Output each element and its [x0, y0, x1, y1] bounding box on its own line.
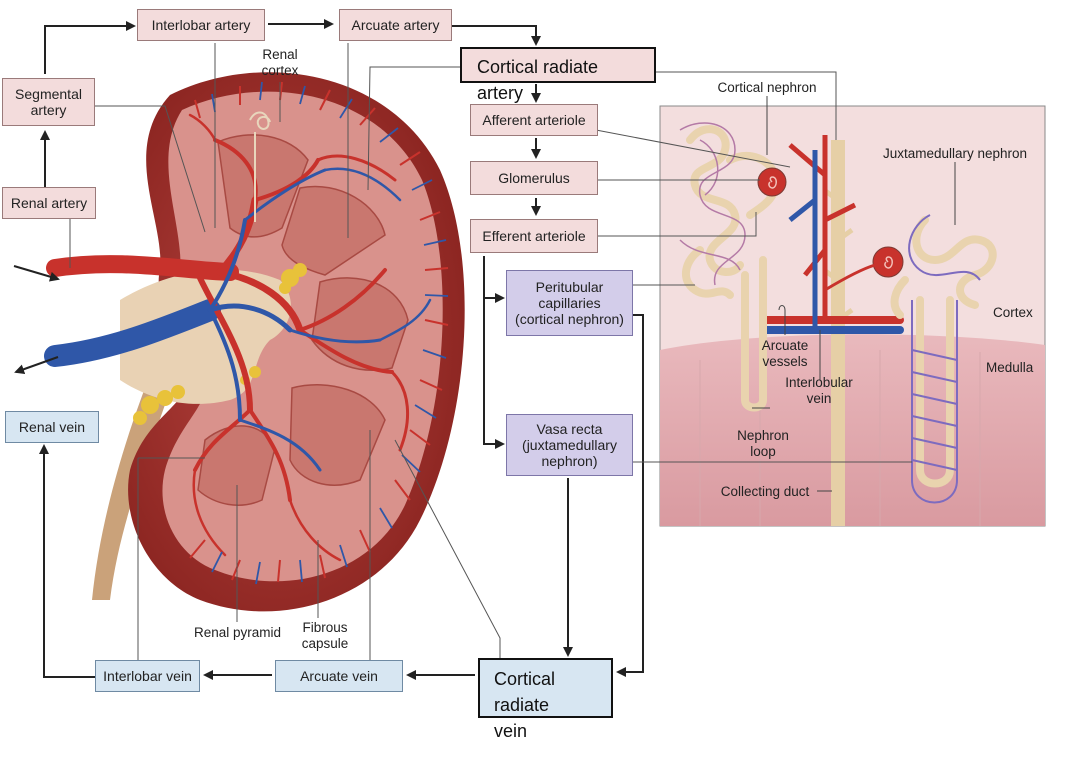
leader-lines [69, 43, 912, 660]
afferent-arteriole-box: Afferent arteriole [470, 104, 598, 136]
fibrous-capsule-label: Fibrous capsule [301, 620, 349, 651]
arcuate-vessels-label: Arcuate vessels [761, 338, 809, 369]
efferent-arteriole-box: Efferent arteriole [470, 219, 598, 253]
cortical-radiate-artery-label: Cortical radiate artery [477, 57, 599, 103]
peritubular-capillaries-box: Peritubular capillaries (cortical nephro… [506, 270, 633, 336]
renal-pyramid-label: Renal pyramid [193, 625, 282, 640]
interlobular-vein [788, 150, 818, 330]
nephron-loop-label: Nephron loop [737, 428, 789, 459]
glomerulus-box: Glomerulus [470, 161, 598, 195]
interlobar-artery-box: Interlobar artery [137, 9, 265, 41]
collecting-duct-label: Collecting duct [720, 484, 810, 499]
cortical-radiate-vein-box [478, 658, 613, 718]
cortical-radiate-artery-box [460, 47, 656, 83]
renal-pyramid-2 [281, 185, 386, 276]
cortical-nephron-capillaries [679, 122, 746, 286]
cortex-label: Cortex [993, 305, 1033, 320]
arcuate-artery-box: Arcuate artery [339, 9, 452, 41]
flow-connectors [39, 19, 644, 680]
renal-vein-box: Renal vein [5, 411, 99, 443]
renal-artery-vessel [46, 255, 239, 281]
juxtamedullary-nephron-label: Juxtamedullary nephron [882, 146, 1028, 161]
interlobular-artery [788, 135, 857, 320]
renal-sinus [120, 269, 291, 404]
renal-artery-box: Renal artery [2, 187, 96, 219]
vasa-recta-box: Vasa recta (juxtamedullary nephron) [506, 414, 633, 476]
arcuate-vein-box: Arcuate vein [275, 660, 403, 692]
interlobular-vein-label: Interlobular vein [785, 375, 853, 406]
vasa-recta-capillaries [908, 214, 981, 504]
nephron-inset [659, 96, 1046, 527]
renal-cortex-label: Renal cortex [261, 47, 299, 78]
medulla-label: Medulla [986, 360, 1034, 375]
kidney-nephron-inset [249, 111, 271, 222]
kidney-illustration [13, 72, 465, 612]
cortical-nephron-label: Cortical nephron [717, 80, 817, 95]
juxtamedullary-nephron-tubule [890, 216, 997, 488]
renal-pyramid-3 [311, 277, 409, 371]
renal-vein-vessel [44, 299, 221, 367]
cortical-radiate-vein-label: Cortical radiate vein [494, 669, 556, 741]
interlobar-vein-box: Interlobar vein [95, 660, 200, 692]
segmental-artery-box: Segmental artery [2, 78, 95, 126]
